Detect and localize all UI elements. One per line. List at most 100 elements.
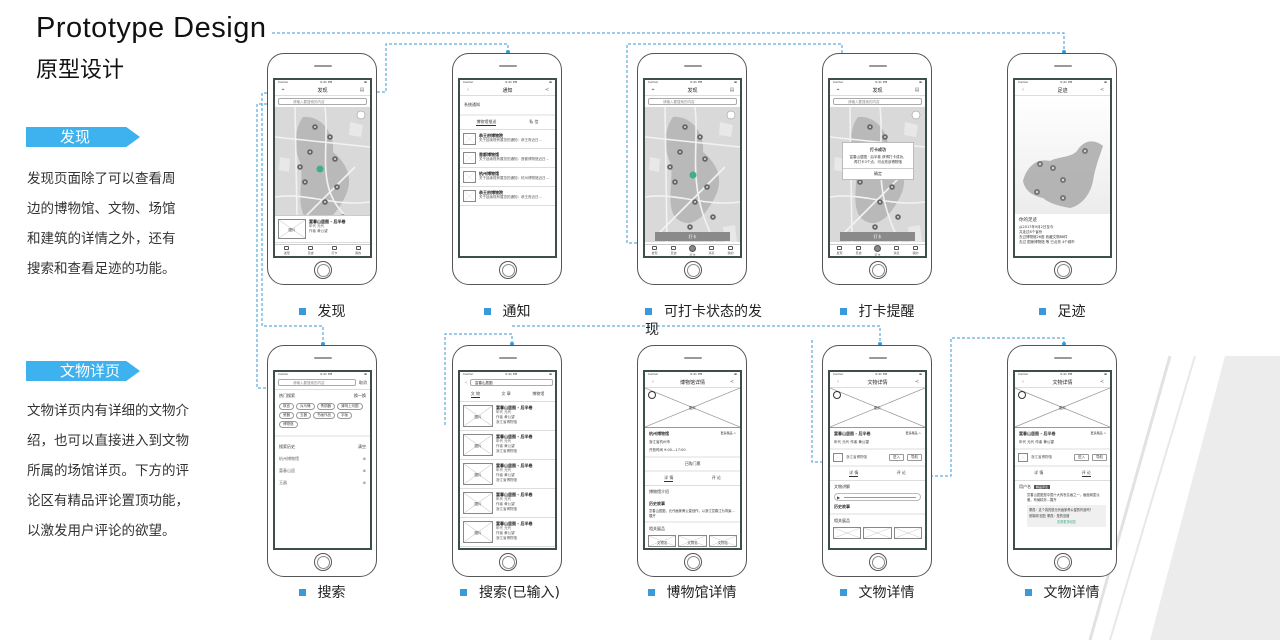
search-input[interactable]: 请输入要搜索的内容 <box>278 379 356 386</box>
map-pin[interactable] <box>702 156 708 162</box>
result-tab[interactable]: 博物馆 <box>532 391 545 396</box>
map-pin[interactable] <box>704 184 710 190</box>
map-pin[interactable] <box>682 124 688 130</box>
back-icon[interactable]: ‹ <box>1022 379 1024 385</box>
more-items-link[interactable]: 更多展品 > <box>720 431 736 435</box>
navigate-button[interactable]: 导航 <box>907 454 922 461</box>
map-pin[interactable] <box>667 164 673 170</box>
map-pin[interactable] <box>857 179 863 185</box>
more-replies-link[interactable]: 查看更多回复 <box>1056 520 1077 524</box>
map-pin[interactable] <box>322 199 328 205</box>
history-item[interactable]: 杭州博物馆⊗ <box>275 453 370 465</box>
result-item[interactable]: 图片富春山居图 - 后半卷年代 元代作者 黄公望浙江省博物馆 <box>460 518 555 547</box>
system-notice-row[interactable]: 系统通知 <box>460 96 555 116</box>
share-icon[interactable]: ≺ <box>1099 379 1105 385</box>
map-pin[interactable] <box>307 149 313 155</box>
map-pin[interactable] <box>297 164 303 170</box>
dialog-ok-button[interactable]: 确定 <box>843 168 913 177</box>
footprint-pin[interactable] <box>1037 161 1043 167</box>
tab-comments[interactable]: 评 论 <box>896 470 906 475</box>
clear-history-button[interactable]: 清空 <box>358 444 366 449</box>
current-location-pin[interactable] <box>689 171 697 179</box>
share-icon[interactable]: ≺ <box>914 379 920 385</box>
map-pin[interactable] <box>895 214 901 220</box>
search-input[interactable]: 富春山居图 <box>470 379 553 386</box>
audio-progress[interactable] <box>844 496 916 498</box>
cancel-button[interactable]: 取消 <box>359 379 367 385</box>
search-input[interactable]: 请输入要搜索的内容 <box>833 98 922 105</box>
refresh-button[interactable]: 换一换 <box>354 393 366 398</box>
map-pin[interactable] <box>687 224 693 230</box>
more-items-link[interactable]: 更多展品 > <box>905 431 921 435</box>
play-icon[interactable]: ▶ <box>837 494 841 500</box>
tab-comments[interactable]: 评 论 <box>1081 470 1091 477</box>
preview-card[interactable]: 图片富春山居图 - 后半卷年代 元代作者 黄公望 <box>275 215 370 243</box>
search-input[interactable]: 请输入要搜索的内容 <box>278 98 367 105</box>
tab-bar-item[interactable]: 发现 <box>279 246 295 255</box>
enter-button[interactable]: 进入 <box>1074 454 1089 461</box>
tab-detail[interactable]: 详 情 <box>849 470 859 477</box>
back-icon[interactable]: ‹ <box>465 379 467 386</box>
list-icon[interactable]: ▤ <box>729 87 735 93</box>
tab-bar-item[interactable]: 我的 <box>723 246 739 255</box>
hot-search-chip[interactable]: 瓷器 <box>279 412 294 419</box>
map-pin[interactable] <box>697 134 703 140</box>
tab-bar-item[interactable]: 足迹 <box>851 246 867 255</box>
tab-bar-item[interactable]: 打卡 <box>685 244 701 256</box>
back-icon[interactable]: ⌖ <box>651 87 655 93</box>
back-icon[interactable]: ‹ <box>652 379 654 385</box>
tab-bar-item[interactable]: 打卡 <box>870 244 886 256</box>
result-tab[interactable]: 文 章 <box>501 391 511 396</box>
map-view[interactable] <box>275 106 370 243</box>
footprint-pin[interactable] <box>1060 195 1066 201</box>
map-pin[interactable] <box>332 156 338 162</box>
delete-icon[interactable]: ⊗ <box>362 456 366 461</box>
tab-bar-item[interactable]: 足迹 <box>666 246 682 255</box>
hot-search-chip[interactable]: 书画作品 <box>313 412 335 419</box>
back-icon[interactable]: ⌖ <box>836 87 840 93</box>
hot-search-chip[interactable]: 故宫 <box>279 403 294 410</box>
tab-bar-item[interactable]: 发现 <box>832 246 848 255</box>
tab-bar-item[interactable]: 消息 <box>704 246 720 255</box>
share-icon[interactable]: ≺ <box>729 379 735 385</box>
checkin-button[interactable]: 打卡 <box>840 232 915 241</box>
notification-item[interactable]: 首都博物馆关于延续现有展览的通知：首都博物馆近日... <box>460 149 555 168</box>
tab-museum-push[interactable]: 博物馆推送 <box>476 119 497 126</box>
audio-player[interactable]: ▶ <box>834 493 921 501</box>
hot-search-chip[interactable]: 玉器 <box>296 412 311 419</box>
tab-detail[interactable]: 详 情 <box>664 475 674 482</box>
list-icon[interactable]: ▤ <box>914 87 920 93</box>
tab-bar-item[interactable]: 打卡 <box>326 246 342 255</box>
navigate-button[interactable]: 导航 <box>1092 454 1107 461</box>
map-pin[interactable] <box>872 224 878 230</box>
map-pin[interactable] <box>710 214 716 220</box>
map-pin[interactable] <box>672 179 678 185</box>
result-tab[interactable]: 文 物 <box>470 391 481 398</box>
museum-row[interactable]: 浙江省博物馆进入导航 <box>830 450 925 467</box>
map-pin[interactable] <box>889 184 895 190</box>
back-icon[interactable]: ‹ <box>467 87 469 93</box>
map-pin[interactable] <box>867 124 873 130</box>
map-pin[interactable] <box>677 149 683 155</box>
tab-bar-item[interactable]: 我的 <box>908 246 924 255</box>
current-location-pin[interactable] <box>316 165 324 173</box>
back-icon[interactable]: ‹ <box>837 379 839 385</box>
hot-search-chip[interactable]: 青铜器 <box>316 403 335 410</box>
result-item[interactable]: 图片富春山居图 - 后半卷年代 元代作者 黄公望浙江省博物馆 <box>460 402 555 431</box>
locate-button[interactable] <box>356 110 366 120</box>
history-item[interactable]: 富春山居⊗ <box>275 465 370 477</box>
tab-comments[interactable]: 评 论 <box>711 475 721 480</box>
map-view[interactable] <box>645 106 740 243</box>
checkin-button[interactable]: 打卡 <box>655 232 730 241</box>
tab-detail[interactable]: 详 情 <box>1034 470 1044 475</box>
notification-item[interactable]: 恭王府博物院关于延续现有展览的通知：恭王府近日... <box>460 187 555 206</box>
tab-bar-item[interactable]: 我的 <box>350 246 366 255</box>
share-icon[interactable]: ≺ <box>1099 87 1105 93</box>
locate-button[interactable] <box>726 110 736 120</box>
hot-search-chip[interactable]: 兵马俑 <box>296 403 315 410</box>
map-pin[interactable] <box>692 199 698 205</box>
map-pin[interactable] <box>334 184 340 190</box>
history-item[interactable]: 玉器⊗ <box>275 477 370 489</box>
footprint-pin[interactable] <box>1082 148 1088 154</box>
